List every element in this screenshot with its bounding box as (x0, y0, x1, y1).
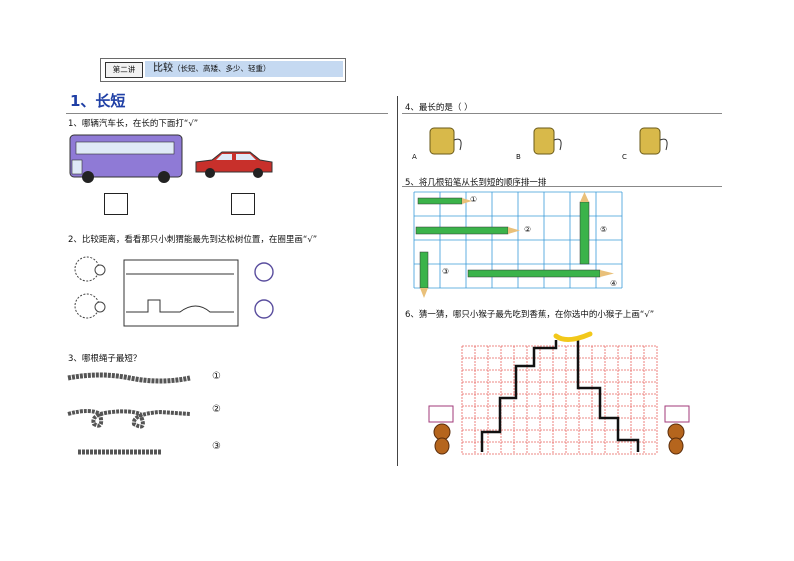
pencil-label-4: ④ (610, 279, 618, 288)
answer-box-car[interactable] (231, 193, 255, 215)
coil-b (533, 127, 562, 155)
lecture-title: 比较 (153, 63, 173, 74)
q5-divider (402, 186, 722, 187)
column-divider (397, 96, 398, 466)
answer-circle-top[interactable] (254, 262, 274, 282)
maze-path-left (480, 340, 558, 452)
pencil-2 (415, 226, 520, 235)
rope-2 (67, 409, 191, 429)
lecture-title-bar: 比较（长短、高矮、多少、轻重） (145, 61, 343, 77)
coil-label-a: A (412, 153, 417, 161)
maze-grid (461, 345, 658, 455)
question-1-text: 1、哪辆汽车长，在长的下面打“√” (68, 119, 199, 129)
pencil-label-2: ② (524, 225, 532, 234)
answer-box-left-monkey[interactable] (428, 405, 454, 423)
rope-label-1: ① (212, 371, 221, 382)
pencil-3 (419, 251, 429, 298)
answer-box-bus[interactable] (104, 193, 128, 215)
pencil-label-1: ① (470, 195, 478, 204)
coil-label-c: C (622, 153, 627, 161)
rope-label-2: ② (212, 404, 221, 415)
pencil-label-5: ⑤ (600, 225, 608, 234)
answer-circle-bottom[interactable] (254, 299, 274, 319)
question-4-text: 4、最长的是（ ） (405, 103, 473, 113)
hedgehog-top (74, 256, 106, 282)
section-heading: 1、长短 (70, 92, 126, 110)
banana-picture (553, 331, 593, 342)
question-5-text: 5、将几根铅笔从长到短的顺序排一排 (405, 178, 547, 188)
coil-c (639, 127, 668, 155)
question-6-text: 6、猜一猜，哪只小猴子最先吃到香蕉，在你选中的小猴子上画“√” (405, 310, 655, 320)
pencil-label-3: ③ (442, 267, 450, 276)
lecture-subtitle: （长短、高矮、多少、轻重） (173, 64, 271, 73)
answer-box-right-monkey[interactable] (664, 405, 690, 423)
pencil-5 (579, 192, 590, 265)
coil-label-b: B (516, 153, 521, 161)
pencil-4 (467, 269, 614, 278)
hedgehog-bottom (74, 293, 106, 319)
question-2-text: 2、比较距离，看看那只小刺猬能最先到达松树位置，在圈里画“√” (68, 235, 318, 245)
monkey-left (433, 423, 451, 455)
rope-1 (67, 372, 191, 384)
car-picture (195, 151, 273, 178)
maze-path-right (576, 340, 640, 452)
monkey-right (667, 423, 685, 455)
lecture-header: 第二讲 比较（长短、高矮、多少、轻重） (100, 58, 346, 82)
q4-divider (402, 113, 722, 114)
bus-picture (69, 134, 183, 183)
coil-a (429, 127, 462, 155)
pencil-1 (417, 197, 472, 205)
lecture-number: 第二讲 (105, 62, 143, 78)
section-divider (66, 113, 388, 114)
path-winding (126, 299, 234, 313)
question-3-text: 3、哪根绳子最短？ (68, 354, 142, 364)
rope-label-3: ③ (212, 441, 221, 452)
path-frame (123, 259, 239, 327)
